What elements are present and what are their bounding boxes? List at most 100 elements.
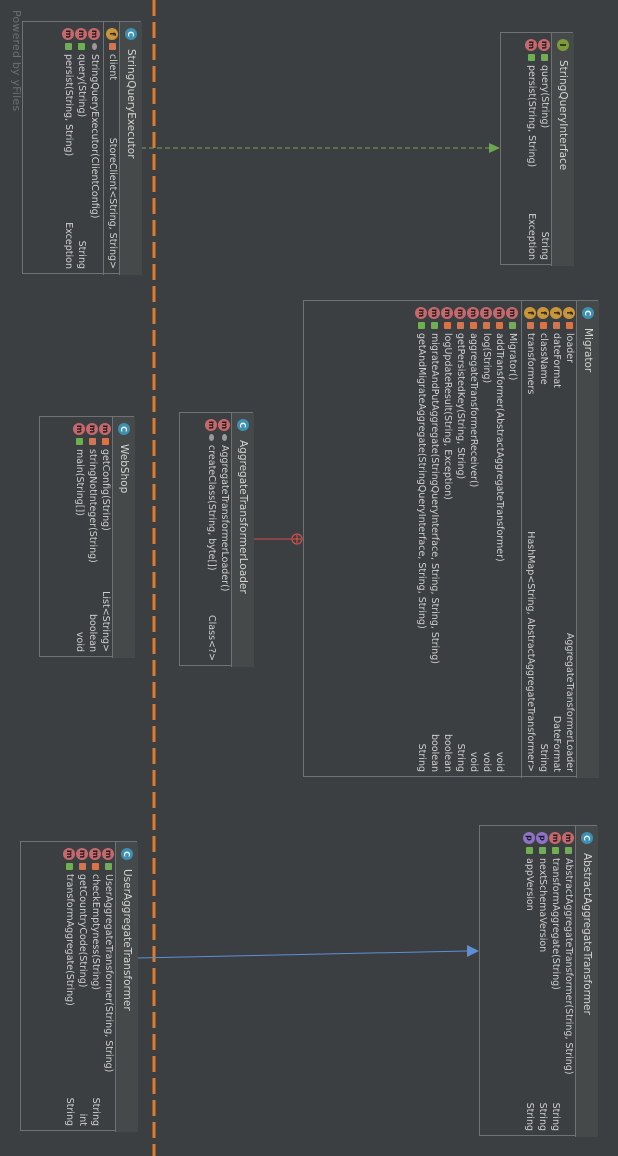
- private-lock-icon: [483, 322, 490, 329]
- abstract-class-icon: C: [581, 832, 593, 844]
- public-visibility-icon: [431, 322, 438, 329]
- private-lock-icon: [109, 43, 116, 50]
- private-lock-icon: [470, 322, 477, 329]
- package-visibility-icon: [222, 434, 227, 441]
- public-visibility-icon: [78, 43, 85, 50]
- static-method-icon: m: [86, 423, 99, 435]
- realization-arrowhead: [489, 143, 500, 153]
- field-icon: f: [106, 28, 119, 40]
- field-icon: f: [537, 307, 550, 319]
- class-name: WebShop: [118, 444, 130, 494]
- private-lock-icon: [79, 863, 86, 870]
- public-visibility-icon: [539, 847, 546, 854]
- method-icon: m: [441, 307, 454, 319]
- field-icon: f: [524, 307, 537, 319]
- package-visibility-icon: [92, 43, 97, 50]
- method-icon: m: [480, 307, 493, 319]
- class-icon: C: [118, 423, 130, 435]
- private-lock-icon: [92, 863, 99, 870]
- public-visibility-icon: [76, 438, 83, 445]
- property-icon: p: [523, 832, 536, 844]
- method-icon: m: [205, 419, 218, 431]
- public-visibility-icon: [105, 863, 112, 870]
- class-header: C StringQueryExecutor: [119, 22, 142, 275]
- method-icon: m: [62, 28, 75, 40]
- property-icon: p: [536, 832, 549, 844]
- class-name: AbstractAggregateTransformer: [581, 853, 593, 1015]
- public-visibility-icon: [526, 847, 533, 854]
- class-header: C WebShop: [112, 417, 135, 658]
- method-icon: m: [454, 307, 467, 319]
- package-visibility-icon: [209, 434, 214, 441]
- class-icon: C: [125, 28, 137, 40]
- public-visibility-icon: [418, 322, 425, 329]
- interface-icon: I: [557, 39, 569, 51]
- field-icon: f: [550, 307, 563, 319]
- private-lock-icon: [457, 322, 464, 329]
- abstract-method-icon: m: [538, 39, 551, 51]
- public-visibility-icon: [541, 54, 548, 61]
- private-lock-icon: [566, 322, 573, 329]
- static-method-icon: m: [73, 423, 86, 435]
- method-icon: m: [102, 848, 115, 860]
- private-lock-icon: [540, 322, 547, 329]
- private-lock-icon: [102, 438, 109, 445]
- class-name: Migrator: [582, 328, 594, 373]
- inheritance-edge: [136, 950, 468, 959]
- inheritance-arrowhead: [467, 945, 479, 957]
- method-icon: m: [428, 307, 441, 319]
- class-name: UserAggregateTransformer: [121, 869, 133, 1011]
- public-visibility-icon: [66, 863, 73, 870]
- method-icon: m: [76, 848, 89, 860]
- public-visibility-icon: [65, 43, 72, 50]
- static-method-icon: m: [89, 848, 102, 860]
- public-visibility-icon: [565, 847, 572, 854]
- public-visibility-icon: [509, 322, 516, 329]
- abstract-method-icon: m: [525, 39, 538, 51]
- method-icon: m: [562, 832, 575, 844]
- class-name: StringQueryExecutor: [125, 49, 137, 159]
- private-lock-icon: [444, 322, 451, 329]
- method-icon: m: [218, 419, 231, 431]
- private-lock-icon: [553, 322, 560, 329]
